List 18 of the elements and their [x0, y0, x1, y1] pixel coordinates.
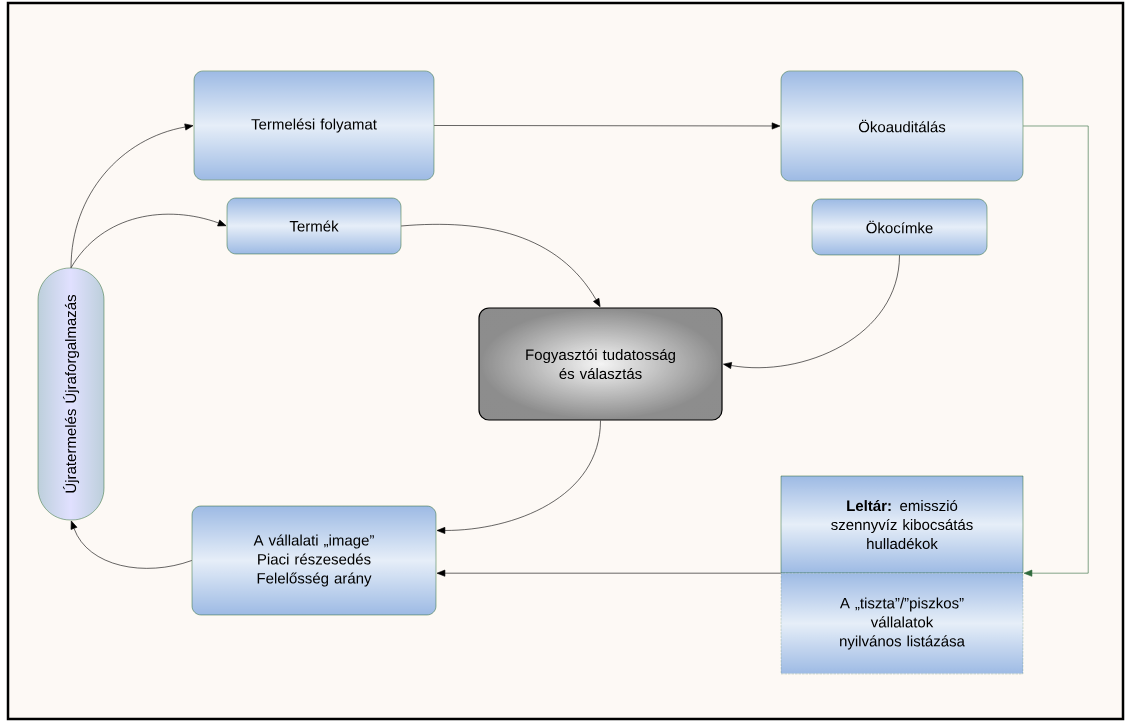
arrow	[436, 420, 601, 534]
process-pill: Újratermelés Újraforgalmazás	[37, 267, 105, 521]
process-box: Ökoauditálás	[780, 70, 1024, 182]
process-box: Leltár: emisszió szennyvíz kibocsátás hulladékok	[780, 475, 1024, 574]
arrow	[70, 123, 194, 269]
arrow	[70, 213, 227, 269]
arrow	[433, 122, 781, 130]
process-box: A „tiszta”/”piszkos” vállalatok nyilvános listázása	[780, 572, 1024, 675]
arrow	[400, 224, 601, 307]
process-box: Fogyasztói tudatosság és választás	[478, 307, 723, 421]
arrow	[70, 520, 193, 569]
arrow	[436, 569, 782, 577]
arrow	[723, 254, 900, 369]
process-box: Ökocímke	[811, 198, 988, 256]
arrow	[1022, 125, 1089, 577]
process-box: Termék	[226, 197, 402, 255]
process-box: Termelési folyamat	[193, 70, 435, 181]
process-box: A vállalati „image” Piaci részesedés Felelősség arány	[191, 505, 437, 616]
